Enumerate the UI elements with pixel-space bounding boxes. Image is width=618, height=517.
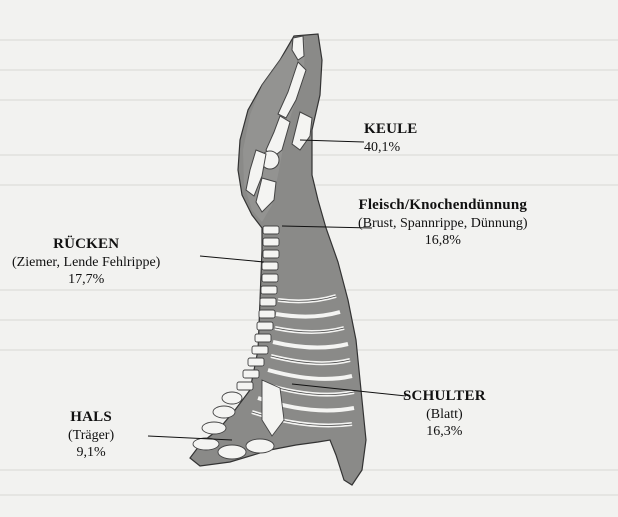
hals-percent: 9,1% (68, 444, 114, 462)
hals-name: HALS (68, 408, 114, 427)
hals-detail: (Träger) (68, 427, 114, 445)
label-ruecken: RÜCKEN (Ziemer, Lende Fehlrippe) 17,7% (12, 235, 160, 289)
schulter-detail: (Blatt) (403, 406, 486, 424)
keule-percent: 40,1% (364, 139, 418, 157)
ruecken-detail: (Ziemer, Lende Fehlrippe) (12, 254, 160, 272)
label-keule: KEULE 40,1% (364, 120, 418, 156)
label-fleisch-knochenduennung: Fleisch/Knochendünnung (Brust, Spannripp… (358, 196, 528, 250)
fleisch-percent: 16,8% (358, 232, 528, 250)
ruecken-name: RÜCKEN (12, 235, 160, 254)
label-schulter: SCHULTER (Blatt) 16,3% (403, 387, 486, 441)
fleisch-detail: (Brust, Spannrippe, Dünnung) (358, 215, 528, 233)
fleisch-name: Fleisch/Knochendünnung (358, 196, 528, 215)
ruecken-percent: 17,7% (12, 271, 160, 289)
label-hals: HALS (Träger) 9,1% (68, 408, 114, 462)
schulter-percent: 16,3% (403, 423, 486, 441)
keule-name: KEULE (364, 120, 418, 139)
schulter-name: SCHULTER (403, 387, 486, 406)
